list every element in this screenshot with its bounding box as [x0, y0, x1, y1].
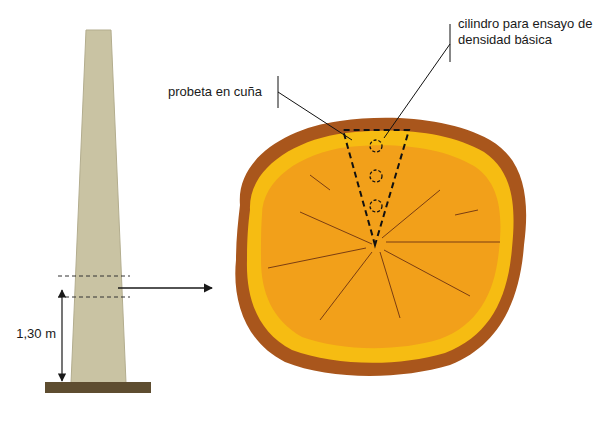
density-cylinder [370, 170, 382, 182]
leader-tick [450, 24, 451, 62]
crack [384, 250, 470, 296]
crack [455, 210, 478, 215]
heartwood [261, 145, 500, 348]
crack [268, 248, 366, 268]
crack [382, 190, 440, 238]
tree-trunk [71, 30, 126, 383]
density-cylinder [370, 200, 382, 212]
leader-line [278, 92, 352, 140]
section-arrow [118, 287, 212, 288]
dimension-line [61, 290, 62, 381]
crack [300, 212, 372, 244]
cracks [268, 175, 500, 320]
callout-label: cilindro para ensayo de densidad básica [458, 16, 598, 48]
section-line [58, 297, 130, 298]
crack [310, 175, 330, 190]
callout-label: probeta en cuña [168, 84, 272, 100]
ground-base [45, 382, 151, 393]
leader-line [384, 44, 450, 138]
bark [235, 118, 526, 376]
wedge-specimen [343, 130, 409, 245]
dimension-label: 1,30 m [6, 326, 56, 342]
crack [320, 252, 372, 320]
crack [380, 252, 400, 318]
density-cylinder [370, 140, 382, 152]
crack [386, 242, 500, 243]
sapwood [247, 130, 514, 362]
section-line [58, 276, 130, 277]
